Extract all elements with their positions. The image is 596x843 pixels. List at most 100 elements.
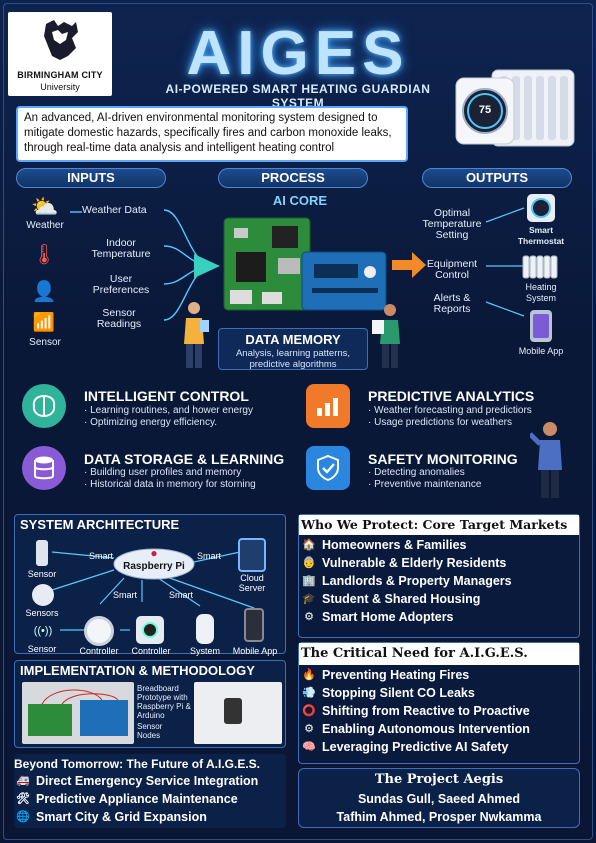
gas-cloud-icon: 💨 xyxy=(302,687,316,699)
wireless-sensor-icon: ((•)) xyxy=(33,625,53,637)
market-item-text: Smart Home Adopters xyxy=(322,610,454,624)
feature-data-storage-line-2: · Historical data in memory for storning xyxy=(84,479,256,490)
feature-safety-monitoring-line-2: · Preventive maintenance xyxy=(368,479,482,490)
future-panel xyxy=(14,754,286,828)
graduation-cap-icon: 🎓 xyxy=(302,593,316,605)
system-architecture-title: SYSTEM ARCHITECTURE xyxy=(20,517,180,532)
project-team-line-1: Sundas Gull, Saeed Ahmed xyxy=(357,792,521,806)
university-logo: BIRMINGHAM CITY University xyxy=(8,12,112,96)
project-team-line-2: Tafhim Ahmed, Prosper Nwkamma xyxy=(336,810,542,824)
analytics-chart-icon xyxy=(306,384,350,428)
future-item-text: Direct Emergency Service Integration xyxy=(36,774,259,788)
market-item: 👵 Vulnerable & Elderly Residents xyxy=(302,554,578,572)
need-item: 🧠 Leveraging Predictive AI Safety xyxy=(302,738,578,756)
gear-icon: ⚙ xyxy=(304,723,314,735)
device-mobile-app: Mobile App xyxy=(518,346,564,356)
future-item-text: Smart City & Grid Expansion xyxy=(36,810,207,824)
link-label-1: Smart xyxy=(88,551,113,561)
process-header: PROCESS xyxy=(218,168,368,188)
input-weather-data: Weather Data xyxy=(82,204,147,216)
mobile-phone-icon xyxy=(244,608,264,642)
weather-icon: ⛅ xyxy=(31,194,59,219)
thermostat-reading: 75 xyxy=(478,104,492,116)
link-label-4: Smart xyxy=(168,590,193,600)
brain-icon xyxy=(22,384,66,428)
brain-icon: 🧠 xyxy=(302,741,316,753)
system-speaker-icon xyxy=(196,614,214,644)
elderly-person-icon: 👵 xyxy=(302,557,316,569)
architecture-diagram xyxy=(51,548,255,631)
breadboard-photo xyxy=(22,682,134,744)
future-item-text: Predictive Appliance Maintenance xyxy=(36,792,238,806)
ai-core-label: AI CORE xyxy=(272,193,328,208)
implementation-title: IMPLEMENTATION & METHODOLOGY xyxy=(20,663,255,678)
sensors-device-icon xyxy=(32,584,54,606)
hero-device-graphic: 75 xyxy=(452,60,582,156)
tools-icon: 🛠 xyxy=(16,793,30,805)
input-sensor-readings: Sensor Readings xyxy=(96,307,142,330)
architecture-node-controller-1: Controller xyxy=(79,646,119,656)
poster-frame xyxy=(3,3,593,840)
house-icon: 🏠 xyxy=(302,539,316,551)
controller-dial-icon xyxy=(84,616,114,646)
architecture-node-sensor-2: Sensor xyxy=(27,644,57,654)
output-arrow-icon xyxy=(392,252,426,278)
feature-intelligent-control-title: INTELLIGENT CONTROL xyxy=(84,388,249,404)
feature-intelligent-control-line-2: · Optimizing energy efficiency. xyxy=(84,417,218,428)
need-item-text: Leveraging Predictive AI Safety xyxy=(322,740,509,754)
lion-crest-icon xyxy=(44,20,78,60)
link-label-2: Smart xyxy=(196,551,221,561)
implementation-label-prototype: Breadboard Prototype with Raspberry Pi &… xyxy=(137,684,191,720)
architecture-node-sensor: Sensor xyxy=(27,569,57,579)
market-item: ⚙ Smart Home Adopters xyxy=(302,608,578,626)
implementation-label-sensor-nodes: Sensor Nodes xyxy=(137,722,163,740)
future-item: 🚑 Direct Emergency Service Integration xyxy=(16,772,286,790)
need-title: The Critical Need for A.I.G.E.S. xyxy=(299,643,579,665)
logo-line-2: University xyxy=(40,82,80,92)
need-item-text: Shifting from Reactive to Proactive xyxy=(322,704,530,718)
sensor-icon-label: Sensor xyxy=(29,337,61,348)
need-item-text: Enabling Autonomous Intervention xyxy=(322,722,530,736)
circuit-board-icon xyxy=(223,217,387,311)
presenter-man-icon xyxy=(530,422,562,498)
need-item-text: Stopping Silent CO Leaks xyxy=(322,686,475,700)
future-title: Beyond Tomorrow: The Future of A.I.G.E.S… xyxy=(14,757,260,771)
markets-list: 🏠Homeowners & Families 👵Vulnerable & Eld… xyxy=(302,536,578,626)
raspberry-icon: ● xyxy=(150,546,158,560)
market-item-text: Student & Shared Housing xyxy=(322,592,481,606)
future-item: 🛠 Predictive Appliance Maintenance xyxy=(16,790,286,808)
fire-icon: 🔥 xyxy=(302,669,316,681)
device-heating-system: Heating System xyxy=(525,282,557,303)
weather-icon-label: Weather xyxy=(26,220,64,231)
user-icon: 👤 xyxy=(31,280,57,303)
architecture-node-mobile-app: Mobile App xyxy=(232,646,278,656)
poster-title: AIGES xyxy=(186,19,410,88)
future-list: 🚑 Direct Emergency Service Integration 🛠 P… xyxy=(16,772,286,826)
market-item: 🎓 Student & Shared Housing xyxy=(302,590,578,608)
heating-system-icon xyxy=(522,255,558,279)
project-panel xyxy=(298,768,580,828)
controller-panel-icon xyxy=(136,616,164,644)
need-item: 💨 Stopping Silent CO Leaks xyxy=(302,684,578,702)
gear-icon: ⚙ xyxy=(304,611,314,623)
inputs-header: INPUTS xyxy=(16,168,166,188)
need-item: 🔥Preventing Heating Fires xyxy=(302,666,578,684)
feature-safety-monitoring-title: SAFETY MONITORING xyxy=(368,451,518,467)
link-label-3: Smart xyxy=(112,590,137,600)
feature-data-storage-title: DATA STORAGE & LEARNING xyxy=(84,451,285,467)
architecture-node-system: System xyxy=(189,646,220,656)
market-item-text: Landlords & Property Managers xyxy=(322,574,512,588)
sensor-device-icon xyxy=(36,540,48,566)
man-with-clipboard-icon xyxy=(372,304,400,368)
description-box: An advanced, AI-driven environmental mon… xyxy=(16,106,408,162)
market-item-text: Vulnerable & Elderly Residents xyxy=(322,556,507,570)
device-smart-thermostat: Smart Thermostat xyxy=(517,225,565,246)
data-memory-description: Analysis, learning patterns, predictive … xyxy=(235,348,351,370)
sensor-antenna-icon: 📶 xyxy=(32,311,56,332)
output-equipment-control: Equipment Control xyxy=(426,258,478,281)
thermometer-icon: 🌡 xyxy=(31,243,57,266)
input-arrows xyxy=(70,209,220,321)
ambulance-icon: 🚑 xyxy=(16,775,30,787)
future-item: 🌐Smart City & Grid Expansion xyxy=(16,808,286,826)
